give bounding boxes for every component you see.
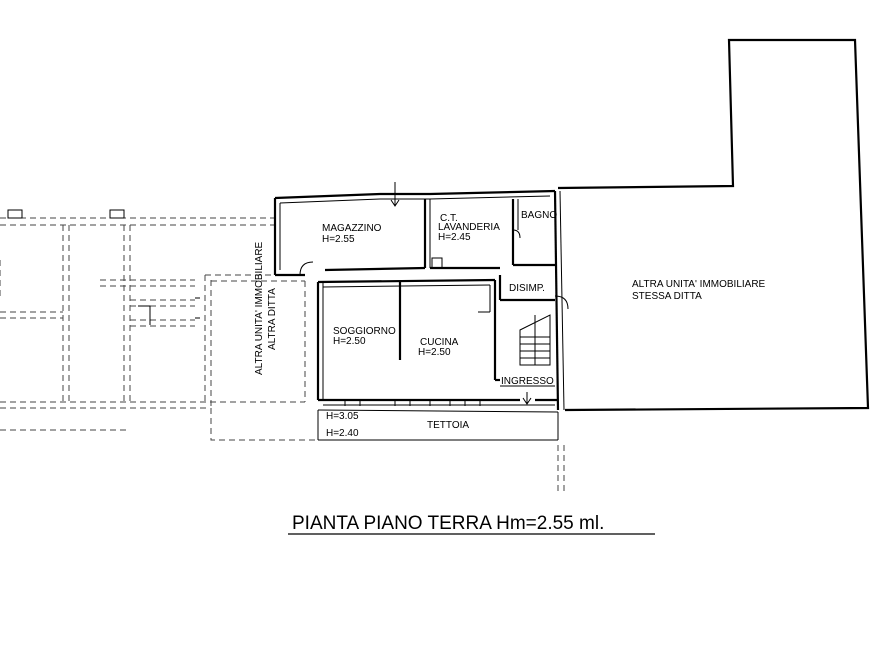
room-label-soggiorno: SOGGIORNO <box>333 326 396 337</box>
room-label-ingresso: INGRESSO <box>501 376 554 387</box>
drawing-title: PIANTA PIANO TERRA Hm=2.55 ml. <box>292 513 604 534</box>
room-label-magazzino: MAGAZZINO <box>322 223 382 234</box>
right-neighbor-outline <box>557 38 870 412</box>
porch-height-bottom: H=2.40 <box>326 428 359 439</box>
room-height-cucina: H=2.50 <box>418 347 451 358</box>
room-height-magazzino: H=2.55 <box>322 234 355 245</box>
room-height-soggiorno: H=2.50 <box>333 336 366 347</box>
room-height-lavanderia: H=2.45 <box>438 232 471 243</box>
porch-height-top: H=3.05 <box>326 411 359 422</box>
room-label-ct: C.T. <box>440 213 458 224</box>
porch-outline <box>210 408 565 495</box>
room-label-bagno: BAGNO <box>521 210 557 221</box>
right-neighbor-label-line2: STESSA DITTA <box>632 291 702 302</box>
room-label-disimpegno: DISIMP. <box>509 283 545 294</box>
left-neighbor-label-line1: ALTRA UNITA' IMMOBILIARE <box>254 241 265 375</box>
room-label-tettoia: TETTOIA <box>427 420 469 431</box>
room-label-lavanderia: LAVANDERIA <box>438 222 500 233</box>
room-label-cucina: CUCINA <box>420 337 459 348</box>
right-neighbor-label-line1: ALTRA UNITA' IMMOBILIARE <box>632 279 766 290</box>
left-neighbor-label-line2: ALTRA DITTA <box>267 288 278 350</box>
main-unit-walls <box>273 182 569 411</box>
